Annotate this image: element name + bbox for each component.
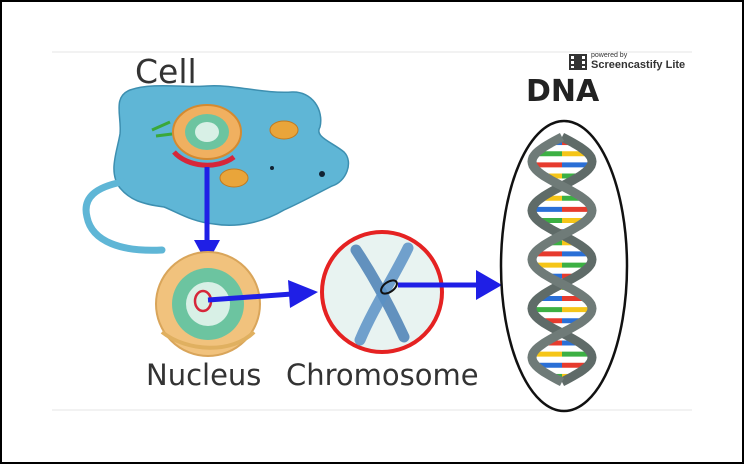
- chromosome-illustration: [320, 230, 444, 354]
- cell-label: Cell: [135, 52, 197, 91]
- dna-illustration: [499, 119, 629, 413]
- dna-label: DNA: [526, 74, 600, 109]
- film-strip-icon: [569, 54, 587, 70]
- arrow-nucleus-to-chromosome: [207, 280, 318, 308]
- watermark-powered-by: powered by: [591, 52, 628, 59]
- watermark-brand: Screencastify Lite: [591, 59, 686, 71]
- nucleus-illustration: [155, 251, 261, 357]
- arrow-chromosome-to-dna: [398, 270, 502, 300]
- cell-illustration: [82, 84, 350, 254]
- nucleus-label: Nucleus: [146, 358, 262, 392]
- dna-enclosure-oval: [499, 119, 629, 413]
- chromosome-label: Chromosome: [286, 358, 479, 392]
- screencastify-watermark: powered by Screencastify Lite: [569, 52, 694, 74]
